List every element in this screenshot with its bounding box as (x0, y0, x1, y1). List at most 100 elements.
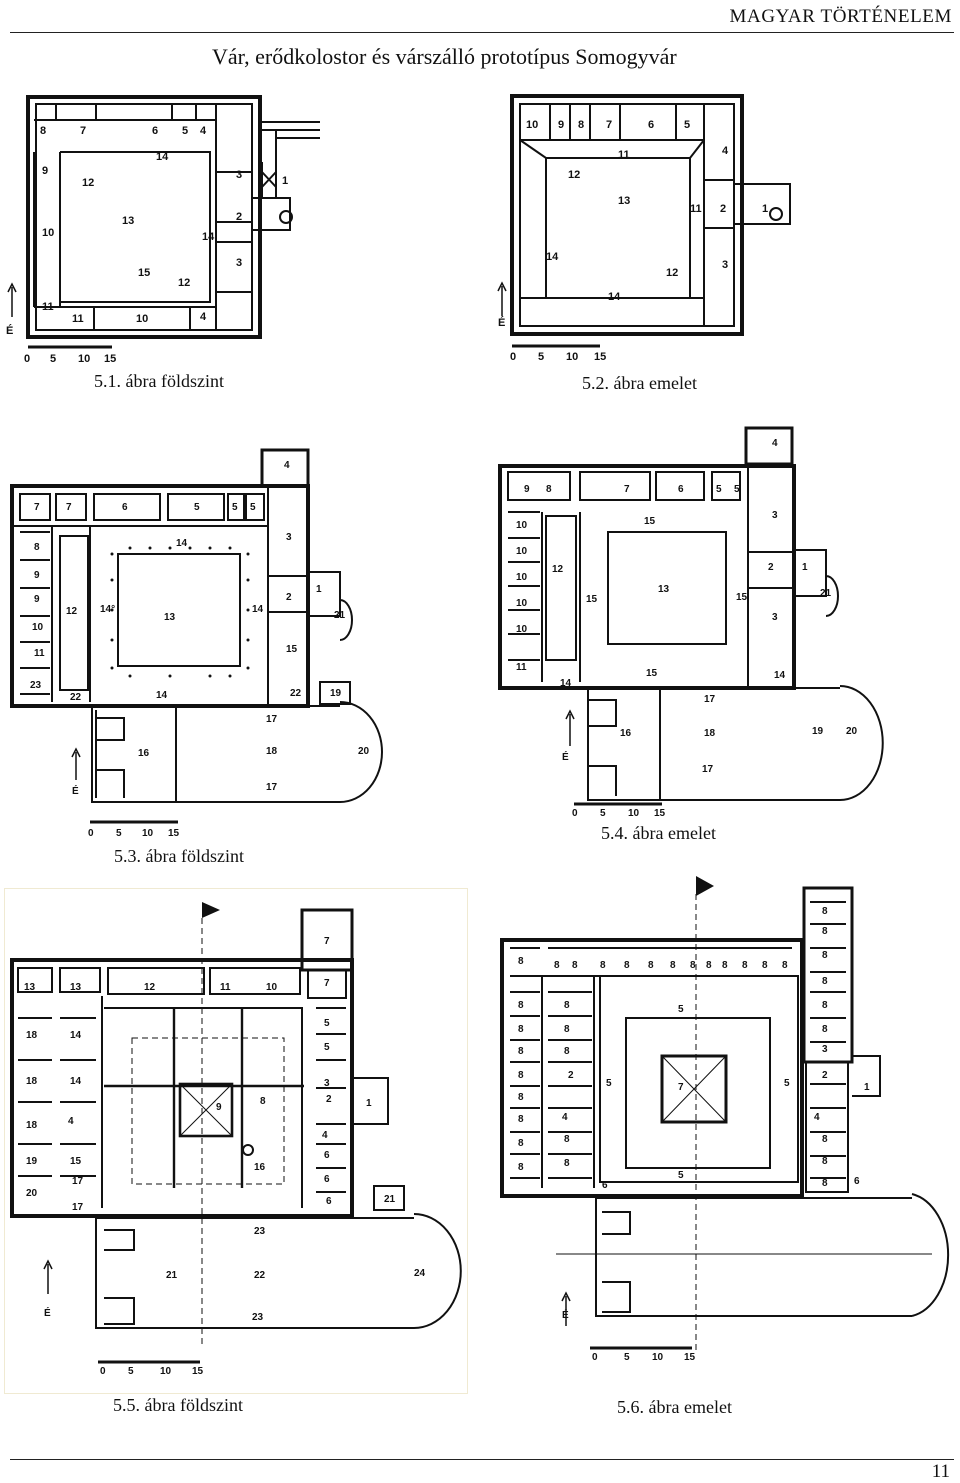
svg-text:9: 9 (34, 594, 40, 605)
svg-text:5: 5 (678, 1004, 684, 1015)
svg-text:6: 6 (122, 502, 128, 513)
svg-text:0: 0 (88, 828, 94, 839)
svg-text:3: 3 (324, 1078, 330, 1089)
svg-text:6: 6 (678, 484, 684, 495)
svg-text:2: 2 (286, 592, 292, 603)
figure-caption: 5.2. ábra emelet (582, 373, 697, 393)
svg-text:8: 8 (564, 1024, 570, 1035)
svg-text:5: 5 (606, 1078, 612, 1089)
svg-text:8: 8 (564, 1000, 570, 1011)
svg-text:5: 5 (734, 484, 740, 495)
svg-text:14: 14 (560, 678, 572, 689)
svg-text:10: 10 (566, 351, 578, 363)
svg-text:14: 14 (774, 670, 786, 681)
svg-text:8: 8 (572, 960, 578, 971)
svg-text:6: 6 (854, 1176, 860, 1187)
svg-text:3: 3 (236, 169, 242, 181)
svg-text:20: 20 (846, 726, 858, 737)
svg-text:8: 8 (624, 960, 630, 971)
svg-text:22: 22 (254, 1270, 266, 1281)
svg-text:0: 0 (510, 351, 516, 363)
svg-text:24: 24 (414, 1268, 426, 1279)
svg-text:22: 22 (290, 688, 302, 699)
svg-text:19: 19 (330, 688, 342, 699)
svg-text:5: 5 (116, 828, 122, 839)
svg-text:8: 8 (690, 960, 696, 971)
svg-text:0: 0 (100, 1366, 106, 1377)
svg-text:8: 8 (40, 125, 46, 137)
svg-text:3: 3 (822, 1044, 828, 1055)
svg-text:10: 10 (628, 808, 640, 819)
svg-text:7: 7 (606, 119, 612, 131)
svg-text:1: 1 (282, 175, 288, 187)
svg-text:14: 14 (70, 1076, 82, 1087)
svg-text:15: 15 (70, 1156, 82, 1167)
svg-text:5: 5 (324, 1042, 330, 1053)
svg-text:10: 10 (526, 119, 538, 131)
svg-text:21: 21 (384, 1194, 396, 1205)
svg-text:8: 8 (822, 1178, 828, 1189)
svg-text:10: 10 (136, 313, 148, 325)
svg-text:8: 8 (546, 484, 552, 495)
svg-text:7: 7 (66, 502, 72, 513)
svg-text:21: 21 (166, 1270, 178, 1281)
svg-text:15: 15 (654, 808, 666, 819)
svg-text:8: 8 (578, 119, 584, 131)
svg-text:17: 17 (704, 694, 716, 705)
svg-text:8: 8 (518, 1138, 524, 1149)
svg-text:1: 1 (366, 1098, 372, 1109)
svg-text:8: 8 (600, 960, 606, 971)
svg-text:5: 5 (678, 1170, 684, 1181)
svg-text:8: 8 (782, 960, 788, 971)
svg-text:18: 18 (704, 728, 716, 739)
svg-text:6: 6 (326, 1196, 332, 1207)
svg-text:1: 1 (762, 203, 768, 215)
svg-text:14: 14 (70, 1030, 82, 1041)
running-header: MAGYAR TÖRTÉNELEM (10, 2, 954, 33)
svg-text:9: 9 (42, 165, 48, 177)
svg-text:8: 8 (518, 956, 524, 967)
svg-text:9: 9 (524, 484, 530, 495)
svg-text:0: 0 (592, 1352, 598, 1363)
svg-text:2: 2 (768, 562, 774, 573)
svg-text:4: 4 (200, 311, 207, 323)
svg-text:13: 13 (70, 982, 82, 993)
svg-text:É: É (72, 784, 79, 797)
svg-text:3: 3 (772, 510, 778, 521)
svg-text:15: 15 (286, 644, 298, 655)
svg-text:12: 12 (144, 982, 156, 993)
svg-text:11: 11 (516, 662, 527, 673)
svg-text:15: 15 (192, 1366, 204, 1377)
svg-text:7: 7 (324, 978, 330, 989)
svg-text:14: 14 (546, 251, 559, 263)
page-title: Vár, erődkolostor és várszálló prototípu… (212, 44, 677, 69)
svg-text:21: 21 (334, 610, 346, 621)
svg-text:14: 14 (176, 538, 188, 549)
svg-text:20: 20 (26, 1188, 38, 1199)
svg-text:8: 8 (260, 1096, 266, 1107)
svg-text:10: 10 (78, 353, 90, 365)
svg-text:16: 16 (138, 748, 150, 759)
svg-text:4: 4 (772, 438, 778, 449)
svg-text:5: 5 (50, 353, 56, 365)
footer-rule (10, 1459, 954, 1460)
svg-text:2: 2 (568, 1070, 574, 1081)
svg-text:9: 9 (216, 1102, 222, 1113)
svg-text:8: 8 (762, 960, 768, 971)
svg-text:1: 1 (316, 584, 322, 595)
svg-text:8: 8 (564, 1046, 570, 1057)
svg-text:8: 8 (722, 960, 728, 971)
svg-text:17: 17 (72, 1202, 84, 1213)
svg-text:10: 10 (652, 1352, 664, 1363)
svg-text:10: 10 (516, 546, 528, 557)
svg-text:4: 4 (722, 145, 729, 157)
svg-text:8: 8 (518, 1024, 524, 1035)
svg-text:8: 8 (670, 960, 676, 971)
svg-text:10: 10 (266, 982, 278, 993)
svg-text:8: 8 (742, 960, 748, 971)
svg-text:2: 2 (326, 1094, 332, 1105)
svg-text:É: É (562, 750, 569, 763)
